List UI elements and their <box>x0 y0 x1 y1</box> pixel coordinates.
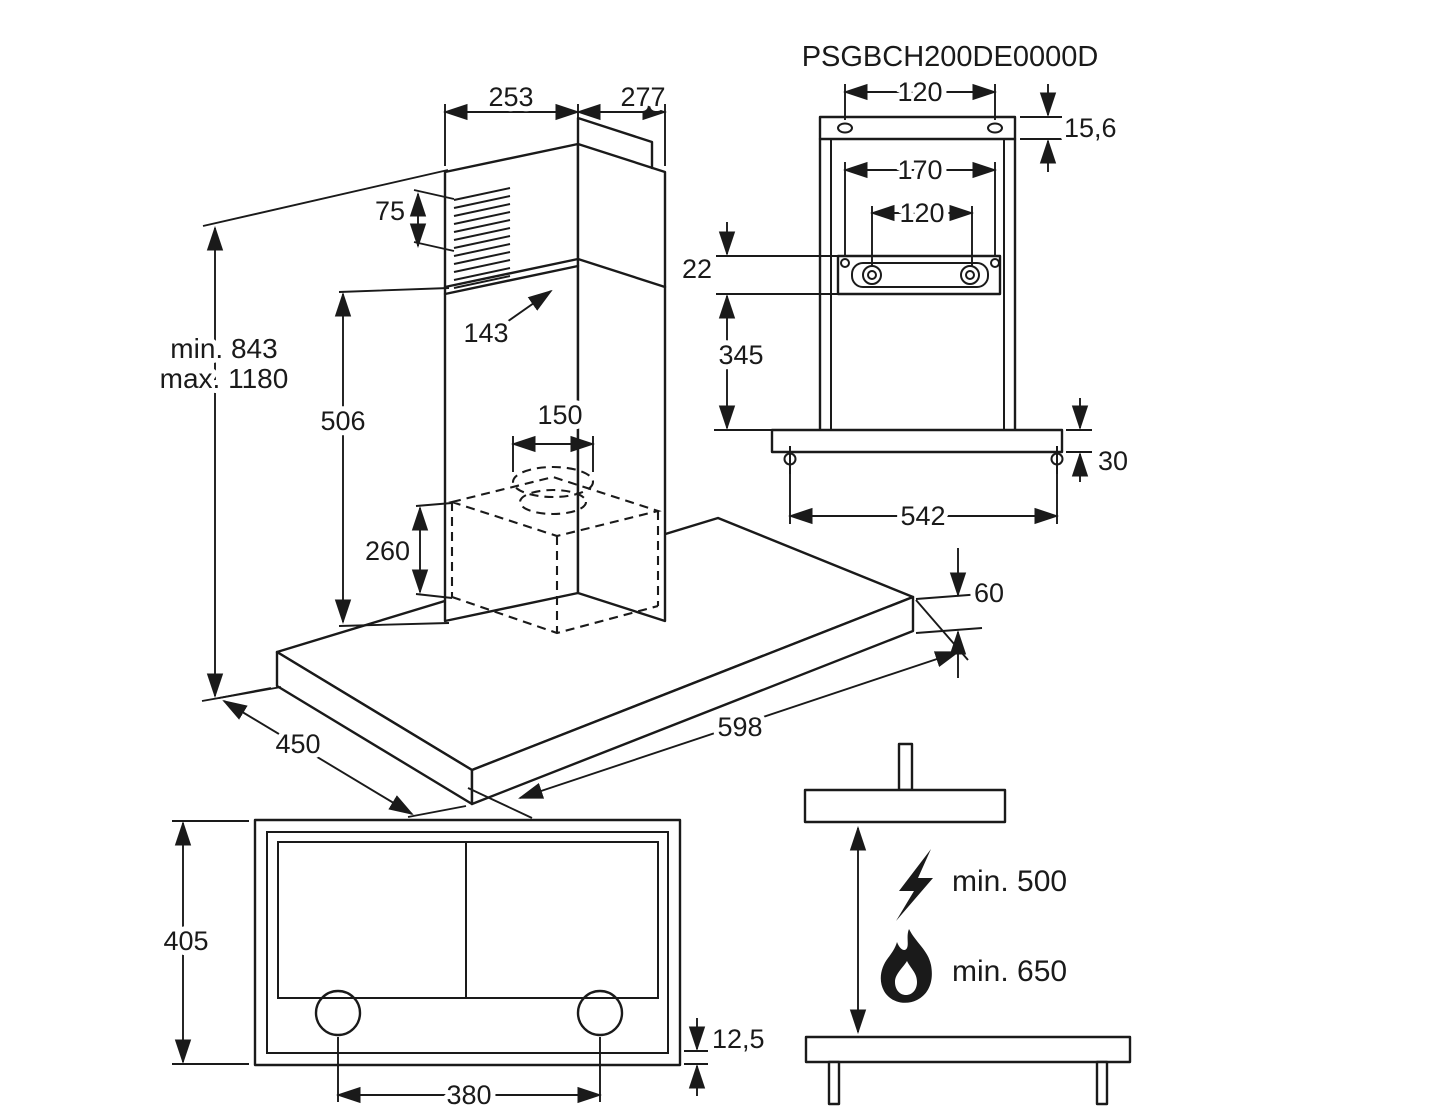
dim-bottom-hole-spacing-label: 542 <box>900 501 945 531</box>
dim-bracket-inner-spacing-label: 120 <box>899 198 944 228</box>
dim-bottom-depth-label: 405 <box>163 926 208 956</box>
dim-duct-diameter-label: 150 <box>537 400 582 430</box>
dim-chimney-front-width-label: 253 <box>488 82 533 112</box>
dim-chimney-depth-label: 143 <box>463 318 508 348</box>
dim-body-width-label: 598 <box>717 712 762 742</box>
mounting-bracket-view: PSGBCH200DE0000D <box>677 36 1133 536</box>
electric-clearance-label: min. 500 <box>952 865 1067 898</box>
hood-silhouette <box>803 742 1007 824</box>
dim-chimney-side-width-label: 277 <box>620 82 665 112</box>
dim-bottom-thickness-label: 30 <box>1098 446 1128 476</box>
wall-bracket <box>836 254 1002 296</box>
isometric-dimension-lines <box>201 103 983 819</box>
hood-isometric-view: 253 277 75 143 min. 843 max. 1180 506 15… <box>155 77 1009 819</box>
cooktop-silhouette <box>804 1035 1132 1106</box>
dim-height-max-label: max. 1180 <box>160 363 289 394</box>
dim-bracket-height-label: 345 <box>718 340 763 370</box>
gas-clearance-label: min. 650 <box>952 955 1067 988</box>
dim-vent-height-label: 75 <box>375 196 405 226</box>
dim-bracket-offset-label: 22 <box>682 254 712 284</box>
flame-icon <box>880 929 932 1003</box>
duct-outline <box>511 465 595 516</box>
dim-filter-box-height-label: 260 <box>365 536 410 566</box>
dim-body-thickness-label: 60 <box>974 578 1004 608</box>
lamp-left <box>314 989 362 1037</box>
dim-top-hole-spacing-label: 120 <box>897 77 942 107</box>
dim-edge-offset-label: 12,5 <box>712 1024 765 1054</box>
dim-lower-chimney-height-label: 506 <box>320 406 365 436</box>
bracket-dimension-lines <box>714 83 1092 525</box>
bottom-view-dimension-lines <box>172 820 708 1104</box>
dim-top-edge-offset-label: 15,6 <box>1064 113 1117 143</box>
dim-body-depth-label: 450 <box>275 729 320 759</box>
model-number-label: PSGBCH200DE0000D <box>802 41 1099 73</box>
chimney-rear-panel <box>818 115 1017 432</box>
lightning-icon <box>896 849 933 921</box>
dim-bracket-outer-spacing-label: 170 <box>897 155 942 185</box>
dim-height-min-label: min. 843 <box>170 333 277 364</box>
dim-lamp-spacing-label: 380 <box>446 1080 491 1110</box>
bottom-panel <box>253 818 682 1067</box>
vent-grille-icon <box>453 187 511 289</box>
chimney <box>443 116 667 623</box>
filter-box <box>448 475 662 635</box>
lamp-right <box>576 989 624 1037</box>
hood-rear-panel <box>770 428 1064 474</box>
hood-bottom-view: 405 380 12,5 <box>158 818 770 1110</box>
clearance-view: min. 500 min. 650 <box>803 742 1132 1106</box>
